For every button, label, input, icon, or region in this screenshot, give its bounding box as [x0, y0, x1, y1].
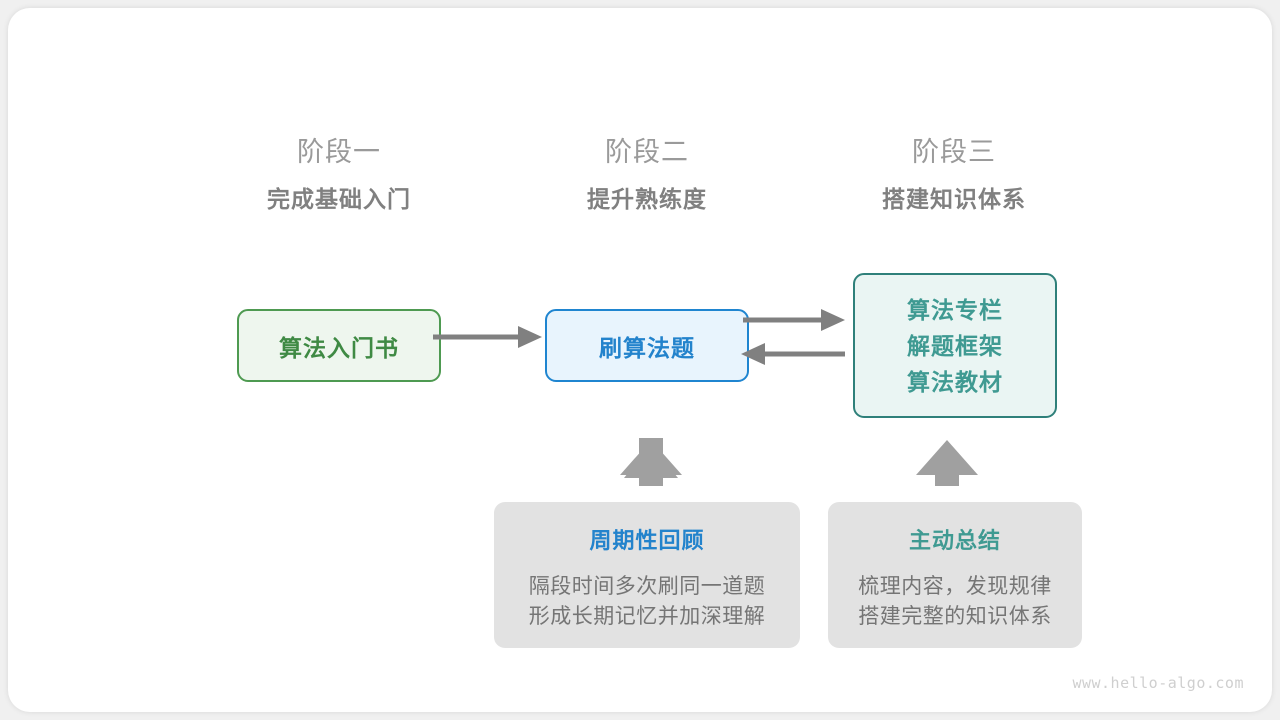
node-resources-line-1: 算法专栏: [907, 296, 1003, 323]
arrow-practice-to-resources-icon: [743, 309, 845, 331]
note-periodic-review-body-line-1: 隔段时间多次刷同一道题: [528, 575, 766, 598]
note-periodic-review-body-line-2: 形成长期记忆并加深理解: [528, 605, 766, 628]
node-practice-problems: 刷算法题: [545, 309, 749, 382]
node-resources-line-3: 算法教材: [907, 368, 1003, 395]
note-active-summary-body-line-1: 梳理内容，发现规律: [858, 575, 1052, 598]
stage-header-3: 阶段三 搭建知识体系: [834, 134, 1074, 215]
arrow-review-to-practice-icon: [620, 438, 682, 486]
stage-title-3: 搭建知识体系: [882, 186, 1026, 212]
note-active-summary-body-line-2: 搭建完整的知识体系: [858, 605, 1052, 628]
node-practice-problems-label: 刷算法题: [599, 334, 695, 361]
arrow-summary-to-resources-icon: [916, 440, 978, 486]
arrow-resources-to-practice-icon: [741, 343, 845, 365]
note-active-summary-body: 梳理内容，发现规律 搭建完整的知识体系: [858, 572, 1052, 632]
stage-title-2: 提升熟练度: [587, 186, 707, 212]
stage-number-3: 阶段三: [912, 137, 996, 167]
note-periodic-review: 周期性回顾 隔段时间多次刷同一道题 形成长期记忆并加深理解: [494, 502, 800, 648]
stage-number-2: 阶段二: [605, 137, 689, 167]
stage-header-1: 阶段一 完成基础入门: [219, 134, 459, 215]
node-resources: 算法专栏 解题框架 算法教材: [853, 273, 1057, 418]
note-active-summary: 主动总结 梳理内容，发现规律 搭建完整的知识体系: [828, 502, 1082, 648]
node-intro-book-label: 算法入门书: [279, 334, 399, 361]
node-intro-book: 算法入门书: [237, 309, 441, 382]
note-active-summary-title: 主动总结: [908, 528, 1001, 553]
stage-number-1: 阶段一: [297, 137, 381, 167]
stage-title-1: 完成基础入门: [267, 186, 411, 212]
arrow-book-to-practice-icon: [433, 326, 542, 348]
stage-header-2: 阶段二 提升熟练度: [527, 134, 767, 215]
diagram-canvas: 阶段一 完成基础入门 阶段二 提升熟练度 阶段三 搭建知识体系 算法入门书 刷算…: [8, 8, 1272, 712]
node-resources-line-2: 解题框架: [907, 332, 1003, 359]
note-periodic-review-title: 周期性回顾: [589, 528, 705, 553]
watermark: www.hello-algo.com: [1072, 674, 1244, 692]
note-periodic-review-body: 隔段时间多次刷同一道题 形成长期记忆并加深理解: [529, 572, 766, 632]
